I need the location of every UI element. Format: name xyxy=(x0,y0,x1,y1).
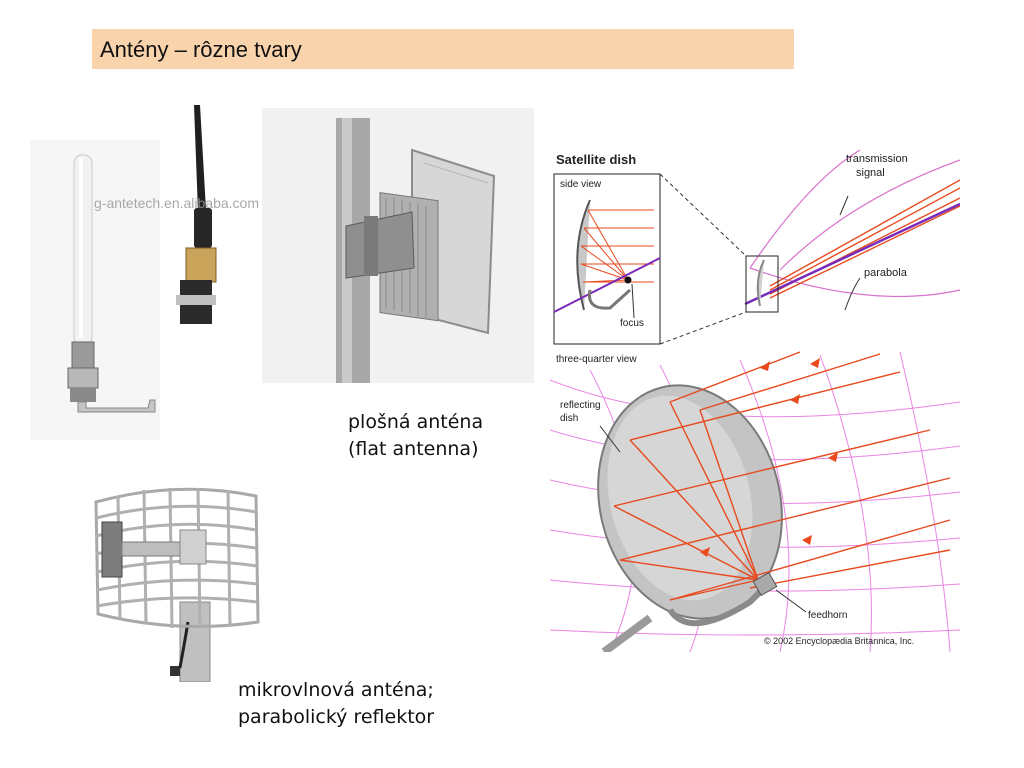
watermark-text: g-antetech.en.alibaba.com xyxy=(94,195,259,211)
satellite-dish-diagram: transmission signal parabola Satellite d… xyxy=(550,149,960,652)
grid-caption-line-2: parabolický reflektor xyxy=(238,706,435,728)
grid-antenna-photo xyxy=(94,487,260,682)
focus-label: focus xyxy=(620,318,644,329)
transmission-label-2: signal xyxy=(856,167,885,179)
three-quarter-view-label: three-quarter view xyxy=(556,354,637,365)
copyright-label: © 2002 Encyclopædia Britannica, Inc. xyxy=(764,636,914,646)
side-view-label: side view xyxy=(560,179,602,190)
flat-caption-line-1: plošná anténa xyxy=(348,411,484,433)
reflecting-label-1: reflecting xyxy=(560,400,601,411)
reflecting-label-2: dish xyxy=(560,413,578,424)
feedhorn-label: feedhorn xyxy=(808,610,847,621)
flat-caption-line-2: (flat antenna) xyxy=(348,438,479,460)
transmission-label-1: transmission xyxy=(846,153,908,165)
grid-antenna-caption: mikrovlnová anténa; parabolický reflekto… xyxy=(238,677,434,731)
parabola-label: parabola xyxy=(864,267,908,279)
grid-caption-line-1: mikrovlnová anténa; xyxy=(238,679,434,701)
whip-antenna-photo: g-antetech.en.alibaba.com xyxy=(30,105,259,440)
slide-title: Antény – rôzne tvary xyxy=(92,29,794,69)
flat-antenna-caption: plošná anténa (flat antenna) xyxy=(348,409,483,463)
flat-antenna-photo xyxy=(262,108,534,383)
diagram-title: Satellite dish xyxy=(556,152,636,167)
